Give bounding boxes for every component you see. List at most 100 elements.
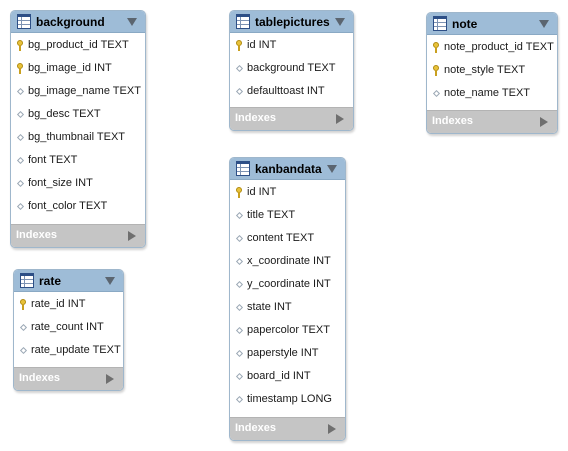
- column-list: id INT title TEXT content TEXT x_coordin…: [230, 180, 345, 411]
- diamond-icon: [432, 89, 441, 98]
- indexes-bar[interactable]: Indexes: [230, 417, 345, 440]
- indexes-bar[interactable]: Indexes: [14, 367, 123, 390]
- column-row[interactable]: defaulttoast INT: [230, 80, 353, 103]
- diamond-icon: [235, 234, 244, 243]
- column-row[interactable]: bg_desc TEXT: [11, 103, 145, 126]
- column-label: bg_image_id INT: [28, 62, 112, 74]
- column-row[interactable]: state INT: [230, 296, 345, 319]
- column-row[interactable]: x_coordinate INT: [230, 250, 345, 273]
- column-row[interactable]: rate_id INT: [14, 293, 123, 316]
- diamond-icon: [16, 156, 25, 165]
- column-list: bg_product_id TEXT bg_image_id INT bg_im…: [11, 33, 145, 218]
- column-label: id INT: [247, 186, 277, 198]
- column-row[interactable]: rate_update TEXT: [14, 339, 123, 362]
- table-header[interactable]: tablepictures: [230, 11, 353, 33]
- column-label: background TEXT: [247, 62, 336, 74]
- key-icon: [433, 65, 439, 76]
- table-tablepictures[interactable]: tablepictures id INT background TEXT def…: [229, 10, 354, 131]
- triangle-down-icon[interactable]: [127, 18, 137, 26]
- column-row[interactable]: note_name TEXT: [427, 82, 557, 105]
- column-row[interactable]: y_coordinate INT: [230, 273, 345, 296]
- column-label: font TEXT: [28, 154, 78, 166]
- column-label: font_color TEXT: [28, 200, 108, 212]
- table-header[interactable]: rate: [14, 270, 123, 292]
- triangle-down-icon[interactable]: [539, 20, 549, 28]
- column-row[interactable]: note_style TEXT: [427, 59, 557, 82]
- column-label: board_id INT: [247, 370, 311, 382]
- table-header[interactable]: note: [427, 13, 557, 35]
- diamond-icon: [16, 133, 25, 142]
- table-rate[interactable]: rate rate_id INT rate_count INT rate_upd…: [13, 269, 124, 391]
- table-title: kanbandata: [255, 162, 322, 176]
- column-list: note_product_id TEXT note_style TEXT not…: [427, 35, 557, 105]
- column-label: content TEXT: [247, 232, 315, 244]
- table-note[interactable]: note note_product_id TEXT note_style TEX…: [426, 12, 558, 134]
- table-background[interactable]: background bg_product_id TEXT bg_image_i…: [10, 10, 146, 248]
- triangle-down-icon[interactable]: [335, 18, 345, 26]
- key-icon: [20, 299, 26, 310]
- column-label: bg_image_name TEXT: [28, 85, 141, 97]
- column-row[interactable]: font TEXT: [11, 149, 145, 172]
- diamond-icon: [235, 87, 244, 96]
- table-kanbandata[interactable]: kanbandata id INT title TEXT content TEX…: [229, 157, 346, 441]
- indexes-bar[interactable]: Indexes: [11, 224, 145, 247]
- column-label: rate_update TEXT: [31, 344, 121, 356]
- column-label: font_size INT: [28, 177, 93, 189]
- column-row[interactable]: papercolor TEXT: [230, 319, 345, 342]
- indexes-label: Indexes: [16, 229, 57, 241]
- column-row[interactable]: note_product_id TEXT: [427, 36, 557, 59]
- key-icon: [433, 42, 439, 53]
- column-row[interactable]: bg_thumbnail TEXT: [11, 126, 145, 149]
- column-row[interactable]: content TEXT: [230, 227, 345, 250]
- column-row[interactable]: font_size INT: [11, 172, 145, 195]
- table-grid-icon: [17, 14, 31, 29]
- column-label: defaulttoast INT: [247, 85, 325, 97]
- indexes-bar[interactable]: Indexes: [427, 110, 557, 133]
- triangle-down-icon[interactable]: [327, 165, 337, 173]
- triangle-right-icon[interactable]: [328, 424, 336, 434]
- diamond-icon: [235, 349, 244, 358]
- column-row[interactable]: board_id INT: [230, 365, 345, 388]
- triangle-right-icon[interactable]: [540, 117, 548, 127]
- column-row[interactable]: bg_image_id INT: [11, 57, 145, 80]
- column-label: bg_thumbnail TEXT: [28, 131, 126, 143]
- column-label: bg_product_id TEXT: [28, 39, 129, 51]
- column-row[interactable]: rate_count INT: [14, 316, 123, 339]
- table-header[interactable]: kanbandata: [230, 158, 345, 180]
- column-row[interactable]: id INT: [230, 34, 353, 57]
- column-row[interactable]: title TEXT: [230, 204, 345, 227]
- table-header[interactable]: background: [11, 11, 145, 33]
- column-label: paperstyle INT: [247, 347, 319, 359]
- column-row[interactable]: background TEXT: [230, 57, 353, 80]
- triangle-right-icon[interactable]: [336, 114, 344, 124]
- column-row[interactable]: paperstyle INT: [230, 342, 345, 365]
- column-row[interactable]: bg_product_id TEXT: [11, 34, 145, 57]
- column-row[interactable]: font_color TEXT: [11, 195, 145, 218]
- key-icon: [17, 40, 23, 51]
- diamond-icon: [235, 372, 244, 381]
- indexes-label: Indexes: [235, 112, 276, 124]
- table-title: rate: [39, 274, 62, 288]
- triangle-right-icon[interactable]: [106, 374, 114, 384]
- table-grid-icon: [236, 161, 250, 176]
- column-list: rate_id INT rate_count INT rate_update T…: [14, 292, 123, 362]
- table-title: background: [36, 15, 105, 29]
- indexes-label: Indexes: [432, 115, 473, 127]
- diamond-icon: [19, 323, 28, 332]
- column-label: note_name TEXT: [444, 87, 531, 99]
- column-row[interactable]: timestamp LONG: [230, 388, 345, 411]
- diamond-icon: [235, 64, 244, 73]
- triangle-down-icon[interactable]: [105, 277, 115, 285]
- diamond-icon: [235, 211, 244, 220]
- column-label: x_coordinate INT: [247, 255, 331, 267]
- column-list: id INT background TEXT defaulttoast INT: [230, 33, 353, 103]
- triangle-right-icon[interactable]: [128, 231, 136, 241]
- diamond-icon: [16, 87, 25, 96]
- column-row[interactable]: id INT: [230, 181, 345, 204]
- indexes-bar[interactable]: Indexes: [230, 107, 353, 130]
- column-row[interactable]: bg_image_name TEXT: [11, 80, 145, 103]
- key-icon: [236, 40, 242, 51]
- indexes-label: Indexes: [19, 372, 60, 384]
- column-label: id INT: [247, 39, 277, 51]
- diamond-icon: [235, 395, 244, 404]
